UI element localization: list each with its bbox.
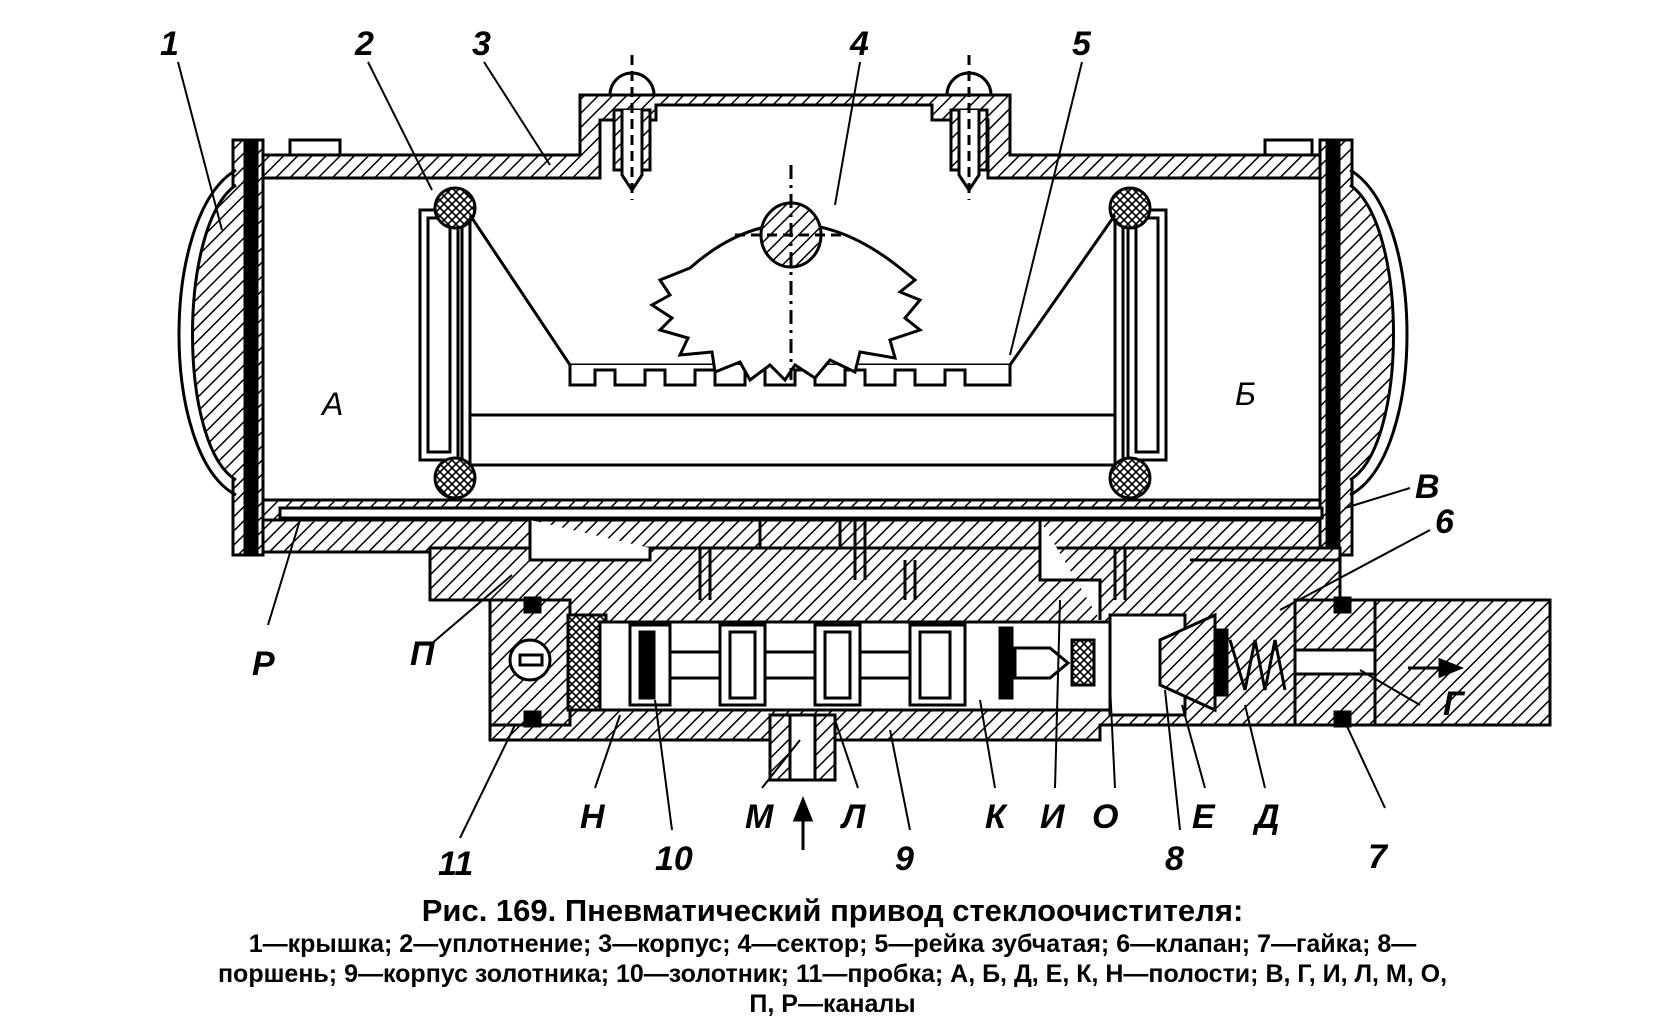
label-8: 8 xyxy=(1165,840,1184,878)
label-cavity-E: Е xyxy=(1192,798,1216,836)
label-channel-M: М xyxy=(745,798,774,836)
label-4: 4 xyxy=(849,25,869,63)
cover-left xyxy=(177,168,237,497)
figure-caption: Рис. 169. Пневматический привод стеклооч… xyxy=(0,893,1665,1019)
label-channel-O: О xyxy=(1092,798,1118,836)
caption-legend-line-3: П, Р—каналы xyxy=(749,990,916,1018)
leader-lines xyxy=(177,61,1431,839)
label-cavity-D: Д xyxy=(1252,798,1280,836)
label-7: 7 xyxy=(1368,838,1389,876)
label-6: 6 xyxy=(1435,503,1455,541)
label-cavity-B: Б xyxy=(1235,376,1256,412)
piston-right xyxy=(1108,186,1168,500)
label-3: 3 xyxy=(472,25,491,63)
screw-left xyxy=(608,55,656,200)
housing xyxy=(231,93,1354,557)
label-5: 5 xyxy=(1072,25,1092,63)
spool-valve-body xyxy=(428,520,1552,782)
labels: 1 2 3 4 5 А Б В 6 Г Р П 7 Д Е 8 О И К 9 … xyxy=(160,25,1466,883)
label-cavity-A: А xyxy=(320,386,343,422)
cover-right xyxy=(1349,168,1409,497)
label-cavity-K: К xyxy=(985,798,1008,836)
label-channel-V: В xyxy=(1415,468,1440,506)
label-channel-G: Г xyxy=(1443,685,1466,723)
label-2: 2 xyxy=(354,25,374,63)
outlet-arrow xyxy=(1408,657,1465,679)
screw-right xyxy=(945,55,993,200)
label-1: 1 xyxy=(160,25,179,63)
label-9: 9 xyxy=(895,840,914,878)
label-11: 11 xyxy=(438,845,473,883)
label-10: 10 xyxy=(655,840,693,878)
caption-legend-line-1: 1—крышка; 2—уплотнение; 3—корпус; 4—сект… xyxy=(248,930,1417,958)
label-channel-L: Л xyxy=(839,798,866,836)
inlet-arrow xyxy=(792,795,814,850)
caption-legend-line-2: поршень; 9—корпус золотника; 10—золотник… xyxy=(217,960,1448,988)
gear-sector xyxy=(649,165,924,383)
label-channel-P: П xyxy=(410,635,436,673)
label-channel-R: Р xyxy=(252,645,275,683)
caption-legend: 1—крышка; 2—уплотнение; 3—корпус; 4—сект… xyxy=(0,929,1665,1019)
piston-left xyxy=(418,186,477,500)
caption-title: Рис. 169. Пневматический привод стеклооч… xyxy=(421,893,1244,928)
label-channel-I: И xyxy=(1040,798,1066,836)
label-cavity-N: Н xyxy=(580,798,606,836)
